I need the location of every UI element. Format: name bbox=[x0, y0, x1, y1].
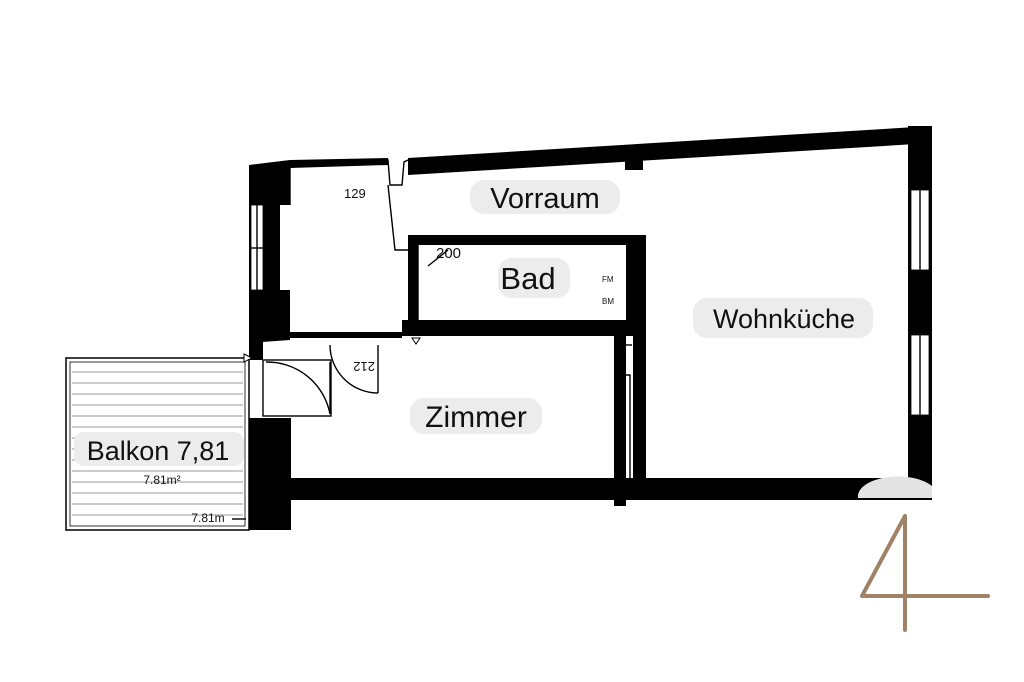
label-chips bbox=[74, 180, 873, 466]
wall-top bbox=[408, 126, 932, 175]
annotation-bad-bottom: BM bbox=[602, 297, 614, 306]
wall-zimmer-right bbox=[614, 336, 626, 506]
door-marker bbox=[411, 337, 421, 345]
logo-four-shape bbox=[860, 514, 990, 632]
wall-bottom bbox=[291, 478, 932, 500]
windows bbox=[250, 189, 930, 416]
wall-bad-right bbox=[626, 235, 646, 335]
annotation-bad-top: FM bbox=[602, 275, 614, 284]
balkon-area: 7.81m² bbox=[143, 473, 180, 487]
annotation-129: 129 bbox=[344, 186, 366, 201]
wall-zimmer-top bbox=[402, 320, 646, 336]
thin-lines bbox=[262, 159, 632, 480]
wall-bad-top bbox=[408, 235, 646, 245]
wall-left-top-cap bbox=[249, 165, 263, 207]
annotation-200: 200 bbox=[436, 245, 461, 262]
room-label-wohnkueche: Wohnküche bbox=[713, 304, 855, 334]
room-label-zimmer: Zimmer bbox=[425, 401, 527, 434]
room-label-vorraum: Vorraum bbox=[490, 183, 600, 215]
wall-left-lower bbox=[249, 418, 291, 530]
doors bbox=[265, 344, 932, 498]
room-label-bad: Bad bbox=[500, 261, 555, 296]
wall-wohn-left bbox=[633, 335, 646, 500]
wall-left-mid bbox=[249, 290, 263, 360]
wall-top-left bbox=[290, 158, 388, 168]
room-label-balkon: Balkon 7,81 bbox=[87, 436, 230, 466]
annotation-212: 212 bbox=[353, 359, 375, 374]
brand-logo: 4 bbox=[860, 514, 990, 641]
balkon-dimension: 7.81m bbox=[191, 511, 224, 525]
entry-marker bbox=[243, 353, 254, 363]
wall-bad-left bbox=[408, 235, 418, 325]
wall-right bbox=[908, 126, 932, 498]
wall-corridor bbox=[262, 332, 402, 338]
wall-top-notch bbox=[625, 148, 643, 170]
logo-text: 4 bbox=[905, 639, 906, 641]
